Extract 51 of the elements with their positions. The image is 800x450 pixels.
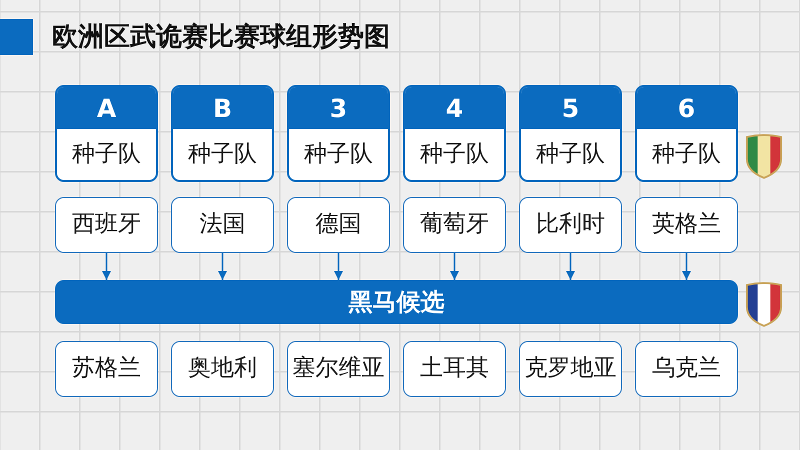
arrow — [334, 253, 343, 280]
seed-label: 种子队 — [72, 140, 141, 168]
pool-bar — [55, 280, 738, 324]
team-card — [403, 341, 506, 397]
title: 欧洲区武诡赛比赛球组形势图 — [52, 21, 390, 54]
team-card — [635, 197, 738, 253]
seed-card — [403, 85, 506, 182]
team-card — [635, 341, 738, 397]
team-name: 德国 — [316, 211, 362, 239]
team-name: 奥地利 — [188, 355, 257, 383]
team-name: 土耳其 — [420, 355, 489, 383]
team-card — [403, 197, 506, 253]
team-card — [287, 341, 390, 397]
seed-card — [171, 85, 274, 182]
seed-label: 种子队 — [420, 140, 489, 168]
arrow — [566, 253, 575, 280]
seed-card — [519, 85, 622, 182]
team-name: 西班牙 — [72, 211, 141, 239]
arrow — [450, 253, 459, 280]
team-name: 比利时 — [536, 211, 605, 239]
team-name: 克罗地亚 — [524, 355, 616, 383]
seed-label: 种子队 — [536, 140, 605, 168]
group-header: 4 — [405, 87, 504, 129]
group-header: 6 — [637, 87, 736, 129]
group-header: 3 — [289, 87, 388, 129]
team-name: 苏格兰 — [72, 355, 141, 383]
group-header: A — [57, 87, 156, 129]
seed-label: 种子队 — [304, 140, 373, 168]
seed-card — [287, 85, 390, 182]
arrow — [682, 253, 691, 280]
group-header: 5 — [521, 87, 620, 129]
team-name: 葡萄牙 — [420, 211, 489, 239]
team-card — [171, 341, 274, 397]
team-card — [287, 197, 390, 253]
seed-card — [55, 85, 158, 182]
team-name: 乌克兰 — [652, 355, 721, 383]
team-card — [519, 197, 622, 253]
team-card — [519, 341, 622, 397]
team-name: 英格兰 — [652, 211, 721, 239]
seed-card — [635, 85, 738, 182]
team-card — [55, 341, 158, 397]
arrow — [102, 253, 111, 280]
team-card — [171, 197, 274, 253]
team-card — [55, 197, 158, 253]
seed-label: 种子队 — [188, 140, 257, 168]
group-header: B — [173, 87, 272, 129]
seed-label: 种子队 — [652, 140, 721, 168]
team-name: 法国 — [200, 211, 246, 239]
arrow — [218, 253, 227, 280]
team-name: 塞尔维亚 — [292, 355, 384, 383]
pool-label: 黑马候选 — [348, 288, 444, 316]
